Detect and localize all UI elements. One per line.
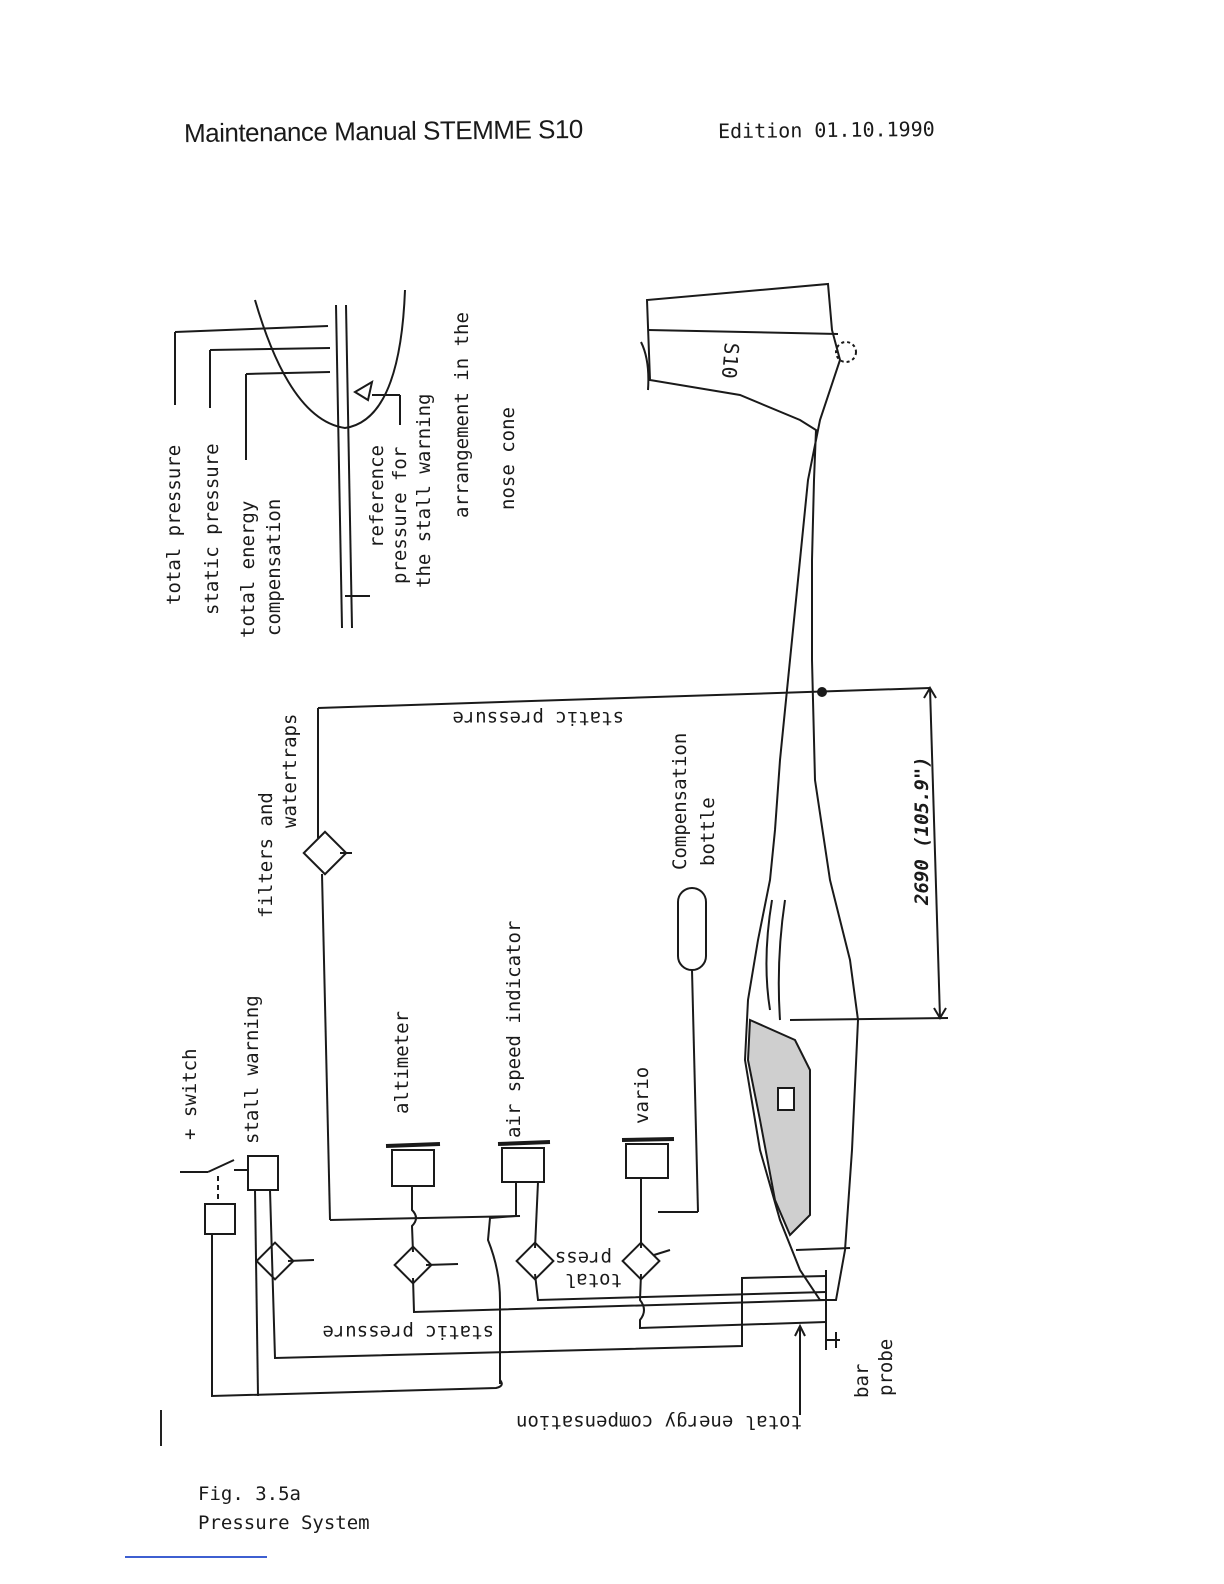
nose-hatch-line (795, 1247, 851, 1251)
label-static-pressure-upper: static pressure (452, 707, 624, 729)
footer-rule (125, 1556, 267, 1558)
cockpit-panel (746, 1018, 811, 1237)
te-compensation-pipe (211, 1234, 503, 1398)
figure-title: Pressure System (198, 1512, 370, 1534)
switch-lever (207, 1159, 235, 1173)
nose-cone-wall (335, 304, 343, 629)
label-the-stall-warning: the stall warning (413, 394, 435, 588)
stall-warning-relay (204, 1203, 236, 1235)
filter-stub-2 (425, 1263, 459, 1266)
altimeter-static-pipe (412, 1277, 827, 1314)
label-total: total (565, 1269, 622, 1291)
filter-stub-3 (653, 1249, 671, 1256)
label-total-pressure: total pressure (163, 445, 185, 605)
label-probe: probe (875, 1339, 897, 1396)
asi-bezel (497, 1140, 551, 1146)
compensation-bottle (677, 887, 707, 971)
margin-mark (160, 1410, 162, 1446)
dimension-arrow-bottom (933, 1007, 947, 1020)
static-line-bottom (329, 1215, 521, 1221)
tail-light (835, 341, 857, 363)
label-arrangement: arrangement in the (451, 312, 473, 518)
stall-pipe-1 (254, 1189, 259, 1397)
tail-registration: S10 (717, 342, 744, 380)
canopy-line-2 (777, 899, 786, 1021)
label-total-energy: total energy (237, 501, 259, 638)
label-compensation: compensation (263, 499, 285, 636)
label-reference: reference (366, 445, 388, 548)
filter-altimeter (393, 1245, 433, 1285)
static-pipe-lower (269, 1189, 827, 1360)
air-speed-indicator-instrument (501, 1147, 545, 1183)
label-press: press (555, 1247, 612, 1269)
figure-caption: Fig. 3.5a Pressure System (198, 1480, 370, 1538)
altimeter-bezel (385, 1142, 441, 1148)
asi-total-line (534, 1181, 539, 1249)
static-line-down (321, 873, 331, 1221)
label-bar: bar (851, 1364, 873, 1398)
label-filters-and: filters and (255, 792, 277, 918)
static-line-upper (317, 687, 931, 709)
bottle-line (691, 969, 699, 1213)
reference-arrow (353, 379, 374, 402)
vario-bezel (621, 1137, 675, 1142)
label-bottle: bottle (697, 797, 719, 866)
filter-stub-1 (287, 1259, 315, 1262)
vario-pipe (638, 1273, 827, 1330)
total-press-pipe (534, 1273, 827, 1302)
te-arrow (794, 1323, 806, 1337)
total-pressure-line (174, 325, 329, 333)
label-switch: + switch (179, 1048, 201, 1140)
label-nose-cone: nose cone (497, 407, 519, 510)
label-stall-warning: stall warning (241, 995, 263, 1144)
cockpit-instrument (777, 1087, 795, 1111)
altimeter-line (410, 1186, 417, 1253)
label-dimension: 2690 (105.9") (911, 756, 933, 906)
nose-cone-wall-2 (345, 304, 353, 629)
label-pressure-for: pressure for (389, 447, 411, 584)
static-pressure-line (209, 347, 331, 351)
stall-warning-unit (247, 1155, 279, 1191)
dimension-arrow-top (923, 686, 937, 699)
filter-stall-warning (255, 1241, 295, 1281)
filter-watertrap-upper (302, 830, 348, 876)
label-compensation-bottle: Compensation (669, 733, 691, 870)
filter-vario (621, 1241, 661, 1281)
dimension-extension (789, 1017, 949, 1021)
nose-cone-curve (254, 289, 406, 430)
tail-fin-line (647, 329, 839, 335)
static-port (817, 687, 827, 697)
label-static-pressure-lower: static pressure (322, 1321, 494, 1343)
label-static-pressure: static pressure (201, 443, 223, 615)
tail-rudder-hatch (640, 341, 650, 391)
altimeter-instrument (391, 1149, 435, 1187)
figure-number: Fig. 3.5a (198, 1483, 301, 1505)
dimension-line (929, 687, 941, 1019)
label-altimeter: altimeter (391, 1011, 413, 1114)
label-air-speed-indicator: air speed indicator (503, 921, 525, 1138)
vario-instrument (625, 1143, 669, 1179)
te-compensation-line (245, 371, 331, 375)
canopy-line (765, 899, 773, 1011)
asi-static-line (486, 1182, 517, 1384)
filter-asi (515, 1241, 555, 1281)
label-watertraps: watertraps (279, 714, 301, 828)
label-total-energy-compensation: total energy compensation (516, 1411, 802, 1433)
label-vario: vario (631, 1067, 653, 1124)
